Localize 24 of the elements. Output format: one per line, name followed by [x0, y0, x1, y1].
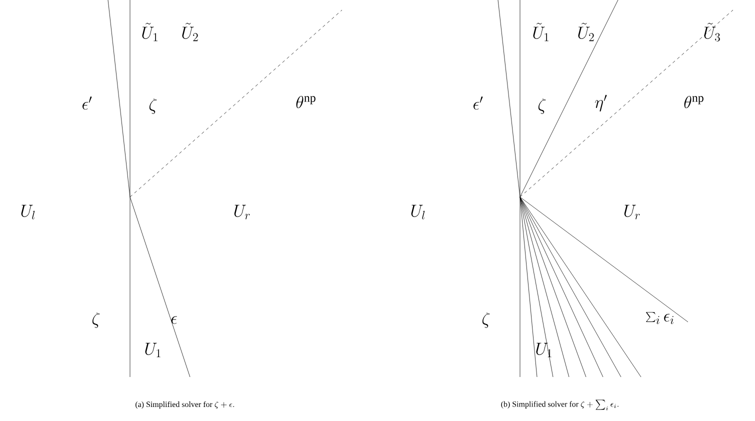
caption: $\mbox{(a) Simplified solver for }\zeta + \epsilon.$ — [136, 401, 234, 409]
math-label: $U_l$ — [411, 204, 425, 220]
math-label: $\zeta$ — [482, 312, 490, 328]
math-label: $\epsilon$ — [171, 316, 177, 324]
caption: $\mbox{(b) Simplified solver for }\zeta + \sum_i \epsilon_i.$ — [501, 400, 618, 410]
math-label: $\theta^{\mathrm{np}}$ — [684, 96, 704, 108]
math-label: $\tilde{U}_1$ — [533, 22, 548, 42]
math-label: $\zeta$ — [149, 98, 157, 114]
math-label: $U_1$ — [536, 342, 552, 358]
math-label: $\eta'$ — [595, 94, 607, 112]
math-label: $U_l$ — [21, 204, 35, 220]
math-label: $\zeta$ — [538, 98, 546, 114]
math-label: $\tilde{U}_1$ — [142, 22, 158, 42]
math-label: $U_r$ — [624, 204, 640, 220]
math-label: $\epsilon'$ — [474, 96, 483, 110]
math-label: $\tilde{U}_2$ — [578, 22, 594, 42]
math-label: $\epsilon'$ — [82, 96, 92, 110]
math-label: $U_r$ — [234, 204, 250, 220]
math-label: $U_1$ — [145, 342, 160, 358]
math-label: $\tilde{U}_3$ — [704, 22, 720, 42]
math-label: $\theta^{\mathrm{np}}$ — [296, 96, 316, 108]
math-label: $\zeta$ — [92, 312, 100, 328]
math-label: $\sum_i \epsilon_i$ — [646, 312, 674, 324]
math-label: $\tilde{U}_2$ — [182, 22, 198, 42]
